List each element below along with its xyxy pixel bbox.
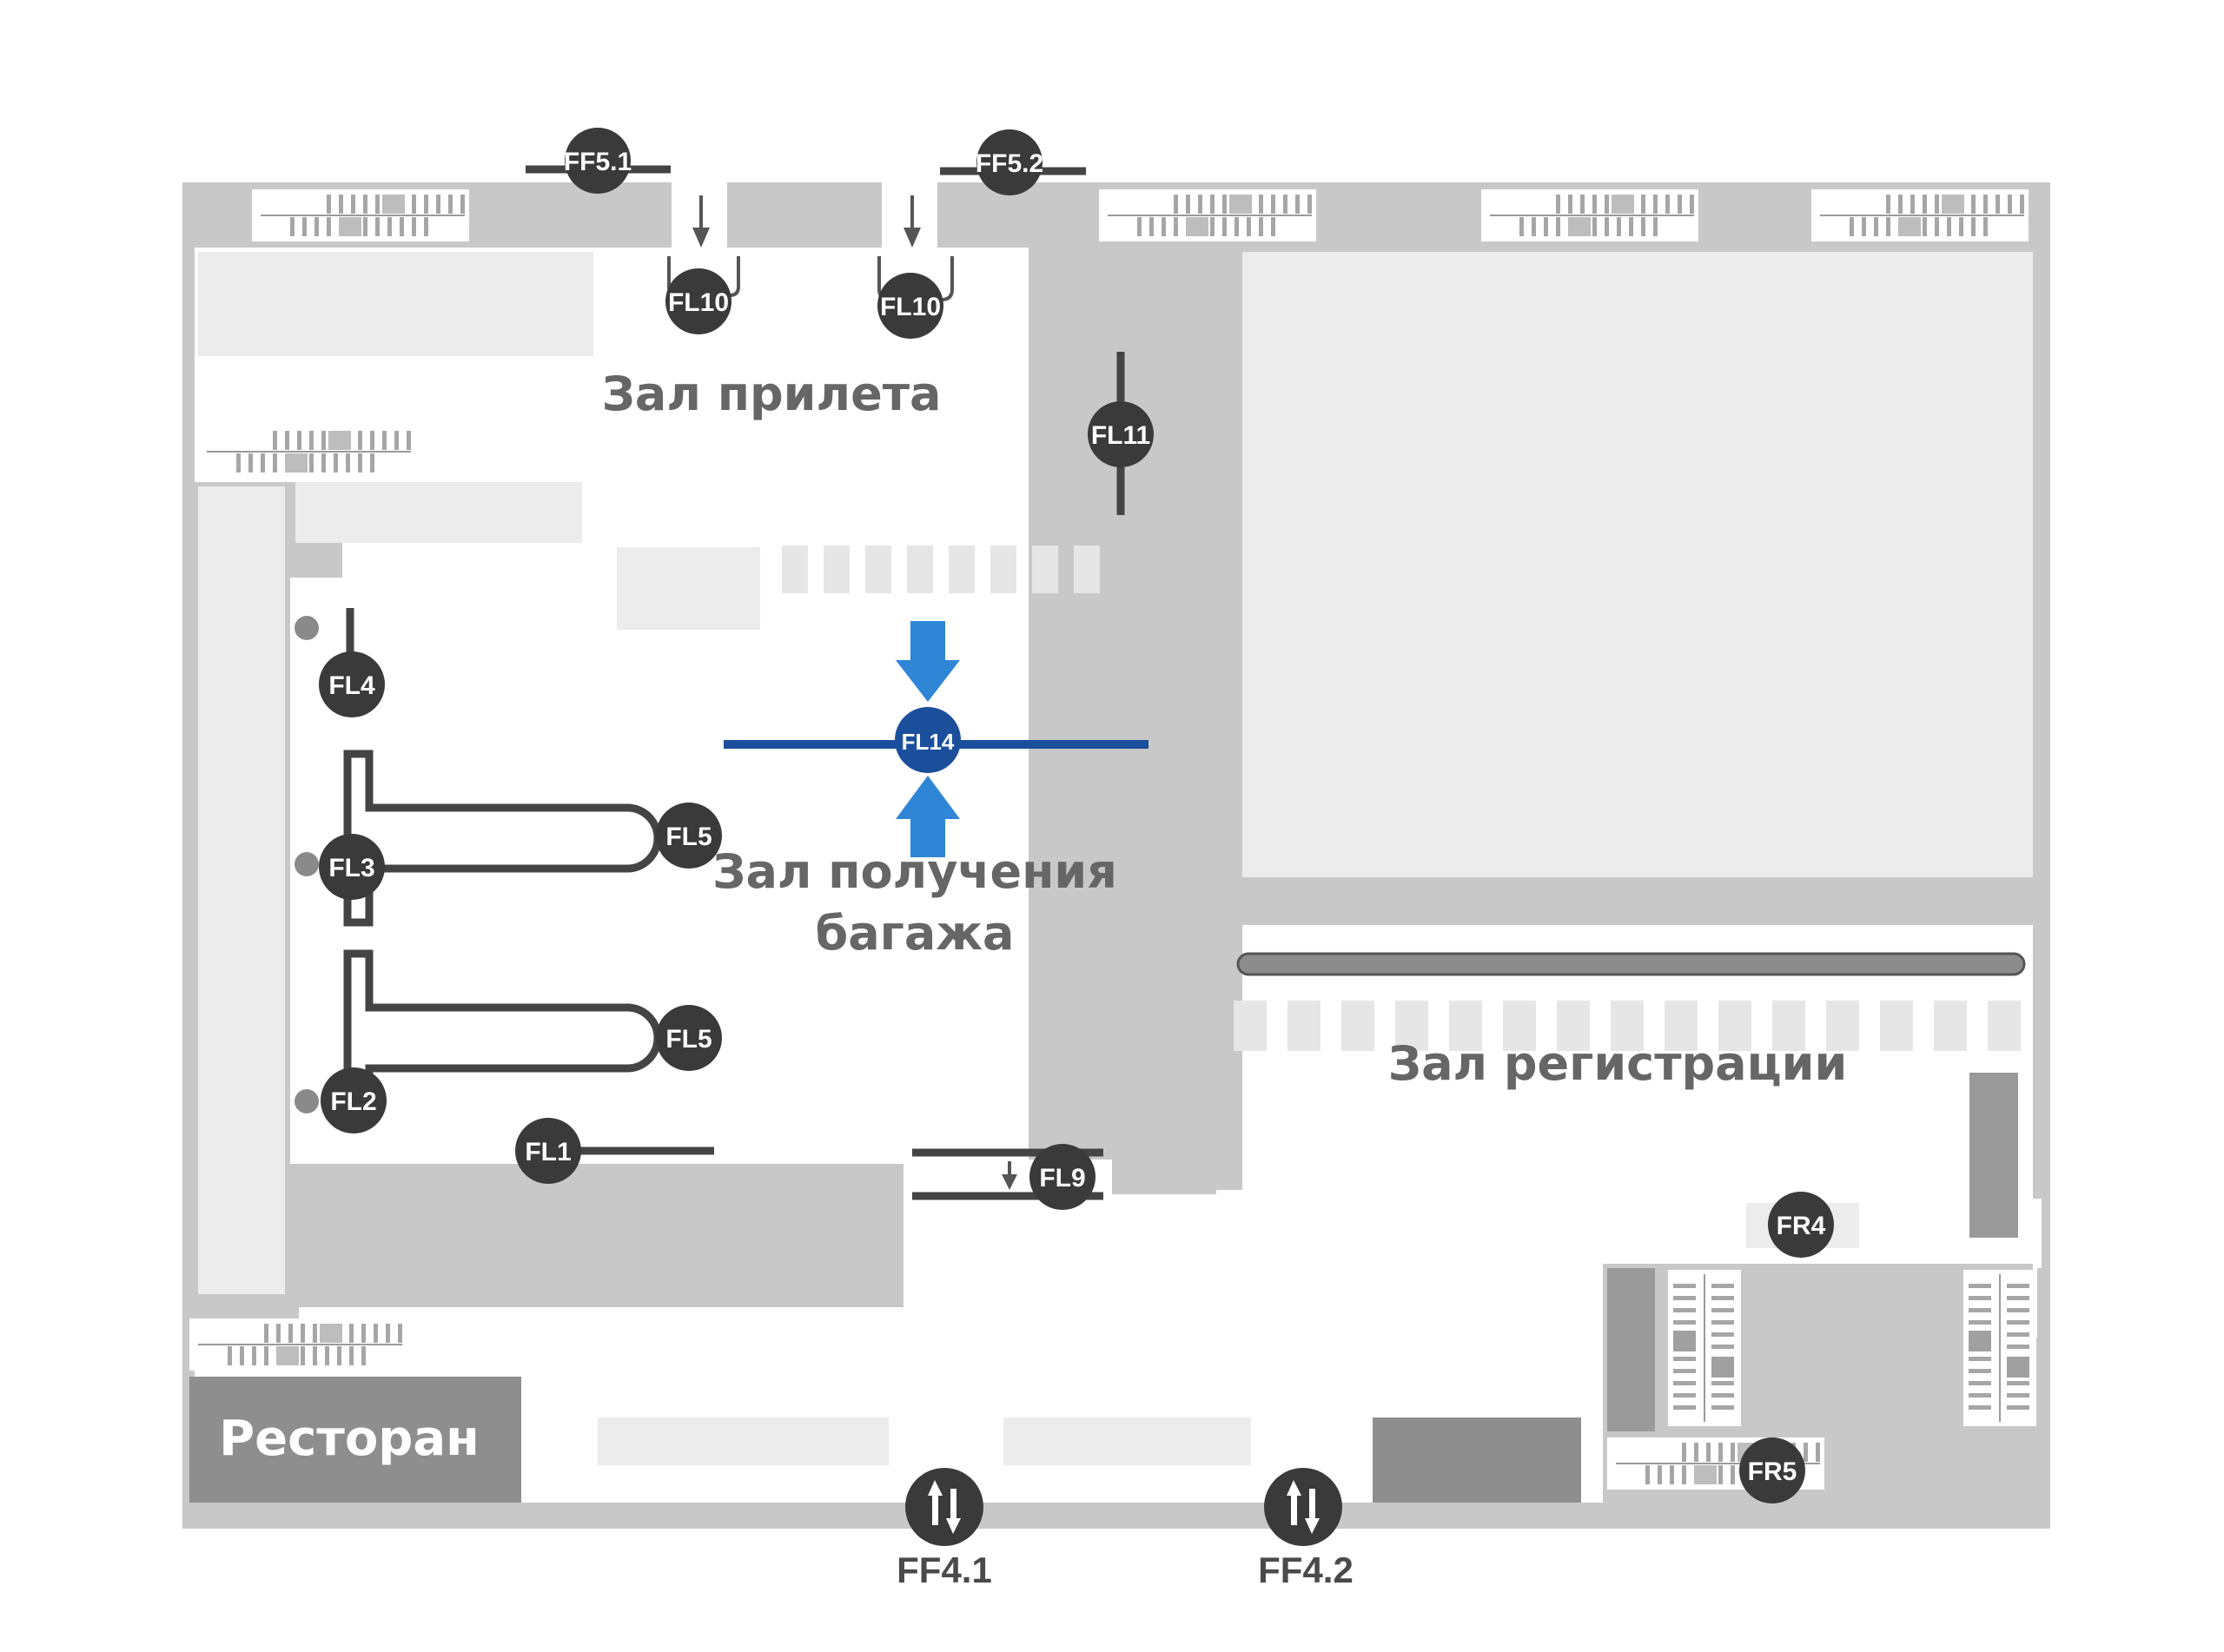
stairwell-wall — [1607, 1268, 1655, 1431]
exit-ff4-2-label: FF4.2 — [1258, 1550, 1354, 1590]
marker-fl11-label: FL11 — [1091, 421, 1150, 450]
exit-ff4-1-label: FF4.1 — [897, 1550, 992, 1590]
marker-fr4[interactable]: FR4 — [1768, 1192, 1834, 1258]
marker-fl5-bottom-label: FL5 — [665, 1025, 712, 1054]
arrow-down-icon — [896, 621, 960, 702]
interior-floor — [195, 248, 2042, 1503]
marker-fr5-label: FR5 — [1748, 1457, 1797, 1486]
marker-fl4[interactable]: FL4 — [319, 651, 385, 717]
marker-fr5[interactable]: FR5 — [1739, 1437, 1805, 1503]
marker-ff5-2-label: FF5.2 — [976, 149, 1043, 178]
marker-fl10-left-label: FL10 — [668, 288, 729, 317]
arrow-up-icon — [896, 776, 960, 857]
baggage-hall-label-line1: Зал получения — [712, 844, 1117, 899]
checkin-hall-label: Зал регистрации — [1388, 1036, 1848, 1091]
baggage-hall-label-line2: багажа — [816, 906, 1015, 961]
marker-ff5-2[interactable]: FF5.2 — [976, 129, 1043, 195]
marker-fl5-top-label: FL5 — [665, 823, 712, 851]
arrival-hall-label: Зал прилета — [602, 367, 942, 421]
marker-fl1-label: FL1 — [525, 1138, 571, 1166]
marker-fl5-top[interactable]: FL5 — [656, 803, 722, 869]
marker-fl1[interactable]: FL1 — [515, 1118, 581, 1184]
exit-ff4-1[interactable]: FF4.1 — [897, 1468, 992, 1590]
light-zones — [198, 252, 2033, 1465]
arrow-down-icon — [692, 195, 1017, 1190]
restaurant-block — [189, 1377, 521, 1503]
marker-fl4-label: FL4 — [328, 671, 375, 700]
marker-fl2[interactable]: FL2 — [321, 1067, 387, 1133]
checkin-desks — [1234, 1001, 2021, 1051]
marker-fl9[interactable]: FL9 — [1029, 1144, 1095, 1210]
two-way-arrows-icon — [1287, 1480, 1320, 1534]
marker-fl2-label: FL2 — [330, 1087, 376, 1116]
two-way-arrows-icon — [928, 1480, 961, 1534]
marker-fl9-label: FL9 — [1039, 1164, 1085, 1193]
service-block — [1969, 1073, 2018, 1238]
floor-markings-top — [782, 545, 1100, 593]
info-dots — [295, 616, 319, 1113]
checkin-belt — [1236, 952, 2026, 976]
marker-ff5-1-label: FF5.1 — [564, 148, 632, 176]
marker-fl5-bottom[interactable]: FL5 — [656, 1005, 722, 1071]
marker-fl14[interactable]: FL14 — [895, 707, 961, 773]
exit-ff4-2[interactable]: FF4.2 — [1258, 1468, 1354, 1590]
marker-fl3-label: FL3 — [328, 854, 374, 882]
restaurant-label: Ресторан — [219, 1411, 480, 1467]
marker-ff5-1[interactable]: FF5.1 — [564, 128, 632, 194]
marker-fr4-label: FR4 — [1777, 1212, 1826, 1240]
office-block — [1373, 1417, 1581, 1503]
marker-fl11[interactable]: FL11 — [1088, 401, 1154, 467]
marker-fl10-right-label: FL10 — [880, 293, 941, 321]
marker-fl10-left[interactable]: FL10 — [665, 268, 731, 334]
marker-fl14-label: FL14 — [902, 729, 955, 755]
marker-fl10-right[interactable]: FL10 — [877, 273, 943, 339]
marker-fl3[interactable]: FL3 — [319, 834, 385, 900]
